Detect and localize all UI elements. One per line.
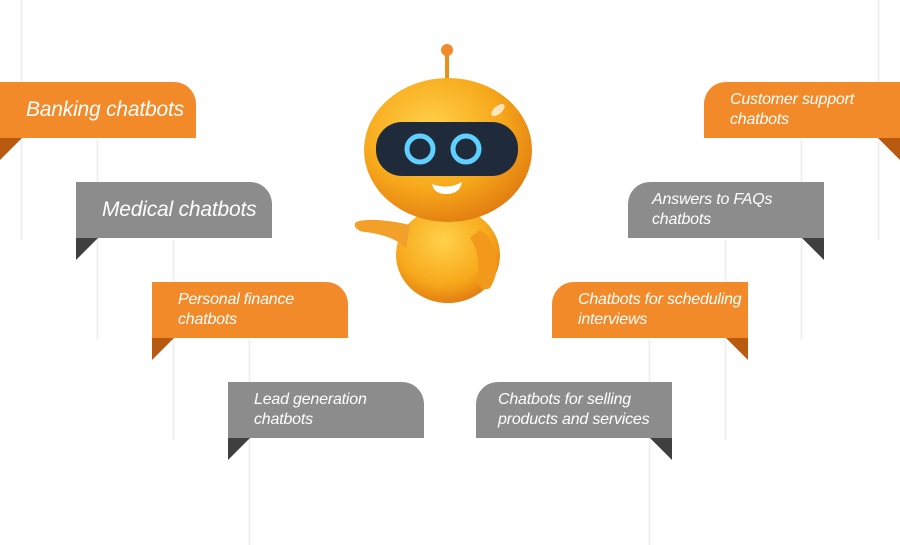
guide-line (648, 340, 651, 545)
robot-eye-right (450, 133, 482, 165)
tag-personal-finance-chatbots: Personal finance chatbots (152, 282, 348, 338)
ribbon-fold (76, 238, 98, 260)
tag-scheduling-interviews-chatbots: Chatbots for scheduling interviews (552, 282, 748, 338)
robot-visor (376, 122, 518, 176)
tag-answers-to-faqs-chatbots: Answers to FAQs chatbots (628, 182, 824, 238)
ribbon-fold (0, 138, 22, 160)
ribbon-fold (802, 238, 824, 260)
tag-label: Medical chatbots (102, 198, 257, 221)
tag-label: Customer support chatbots (730, 91, 854, 128)
tag-selling-products-chatbots: Chatbots for selling products and servic… (476, 382, 672, 438)
robot-mouth (432, 182, 462, 194)
tag-lead-generation-chatbots: Lead generation chatbots (228, 382, 424, 438)
ribbon-fold (878, 138, 900, 160)
tag-medical-chatbots: Medical chatbots (76, 182, 272, 238)
tag-banking-chatbots: Banking chatbots (0, 82, 196, 138)
tag-label: Chatbots for scheduling interviews (578, 291, 742, 328)
tag-label: Lead generation chatbots (254, 391, 367, 428)
tag-label: Banking chatbots (26, 98, 184, 121)
robot-left-arm (354, 219, 410, 248)
guide-line (724, 240, 727, 440)
robot-mascot-icon (340, 40, 540, 310)
guide-line (800, 140, 803, 340)
tag-label: Personal finance chatbots (178, 291, 294, 328)
ribbon-fold (650, 438, 672, 460)
robot-mascot-svg (354, 44, 532, 303)
ribbon-fold (228, 438, 250, 460)
tag-label: Answers to FAQs chatbots (652, 191, 773, 228)
robot-eye-left (404, 133, 436, 165)
ribbon-fold (152, 338, 174, 360)
robot-highlight (491, 104, 505, 116)
tag-label: Chatbots for selling products and servic… (498, 391, 650, 428)
antenna-ball (441, 44, 453, 56)
ribbon-fold (726, 338, 748, 360)
robot-body (396, 207, 500, 303)
tag-customer-support-chatbots: Customer support chatbots (704, 82, 900, 138)
robot-right-arm (470, 230, 497, 290)
